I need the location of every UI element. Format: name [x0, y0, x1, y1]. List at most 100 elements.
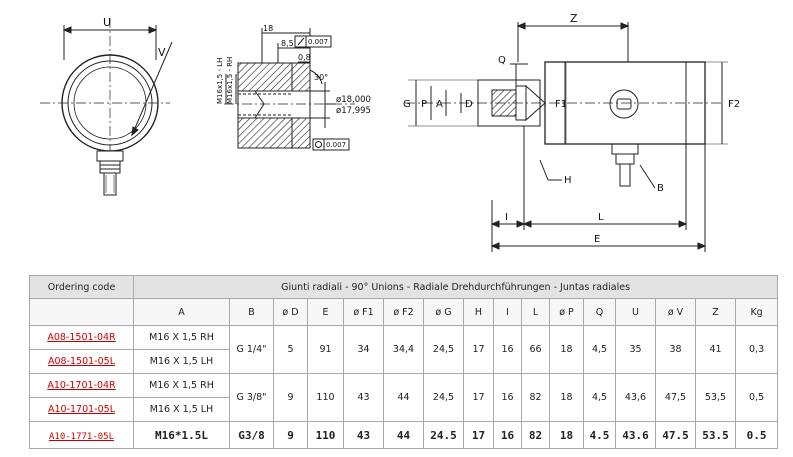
- bore-min-label: ø17,995: [336, 106, 371, 116]
- dim-a-label: A: [436, 99, 443, 110]
- col-header: Kg: [734, 298, 779, 326]
- dim-i-label: I: [505, 212, 508, 223]
- table-cell: 9: [273, 373, 308, 422]
- dim-v-label: V: [158, 46, 166, 59]
- dim-8-5-label: 8,5: [281, 39, 294, 48]
- table-cell: 47,5: [655, 373, 696, 422]
- side-view: [405, 22, 728, 252]
- col-header: L: [521, 298, 550, 326]
- thread-cell: M16 X 1,5 RH: [133, 373, 230, 398]
- col-header: H: [463, 298, 494, 326]
- table-cell: 4,5: [583, 373, 616, 422]
- table-row: A10-1771-05L M16*1.5L G3/8 9 110 43 44 2…: [29, 421, 779, 449]
- table-cell: 35: [615, 325, 656, 374]
- dim-z-label: Z: [570, 12, 578, 25]
- table-cell: 17: [463, 373, 494, 422]
- table-cell: 43: [343, 421, 384, 449]
- table-cell: 0,3: [734, 325, 779, 374]
- table-cell: 24.5: [423, 421, 464, 449]
- dim-b-label: B: [657, 183, 664, 194]
- table-cell: 0.5: [734, 421, 779, 449]
- table-cell: 24,5: [423, 373, 464, 422]
- ordering-code-link[interactable]: A10-1701-04R: [47, 380, 116, 391]
- table-cell: 9: [273, 421, 308, 449]
- table-row: A10-1701-04R M16 X 1,5 RH G 3/8" 9 110 4…: [29, 373, 779, 422]
- dim-u-label: U: [103, 16, 111, 29]
- table-cell: 18: [549, 325, 584, 374]
- dim-f2-label: F2: [728, 99, 740, 110]
- table-cell: 18: [549, 373, 584, 422]
- ordering-code-link[interactable]: A08-1501-05L: [47, 356, 115, 367]
- thread-cell: M16*1.5L: [133, 421, 230, 449]
- bore-max-label: ø18,000: [336, 95, 371, 105]
- table-cell: 34,4: [383, 325, 424, 374]
- spec-table: Ordering code Giunti radiali - 90° Union…: [29, 275, 779, 449]
- thread-cell: M16 X 1,5 LH: [133, 349, 230, 374]
- table-cell: 110: [307, 421, 344, 449]
- thread-cell: M16 X 1,5 RH: [133, 325, 230, 350]
- table-cell: 34: [343, 325, 384, 374]
- chamfer-label: 30°: [314, 73, 328, 82]
- table-cell: G3/8: [229, 421, 274, 449]
- table-cell: 16: [493, 421, 522, 449]
- dim-q-label: Q: [498, 55, 506, 66]
- table-cell: 4.5: [583, 421, 616, 449]
- table-cell: 17: [463, 325, 494, 374]
- dim-l-label: L: [598, 212, 604, 223]
- table-cell: 18: [549, 421, 584, 449]
- col-header: I: [493, 298, 522, 326]
- col-header: ø G: [423, 298, 464, 326]
- dim-g-label: G: [403, 99, 411, 110]
- table-row: A08-1501-04R M16 X 1,5 RH G 1/4" 5 91 34…: [29, 325, 779, 374]
- flatness-tol: 0.007: [308, 38, 328, 46]
- table-cell: 41: [695, 325, 736, 374]
- table-cell: 66: [521, 325, 550, 374]
- table-header-row: Ordering code Giunti radiali - 90° Union…: [29, 275, 779, 299]
- col-header: U: [615, 298, 656, 326]
- ordering-code-link[interactable]: A08-1501-04R: [47, 332, 116, 343]
- dim-h-label: H: [564, 175, 572, 186]
- blank-header: [29, 298, 134, 326]
- thread-lh-label: M16x1,5 - LH: [216, 58, 224, 104]
- detail-view: [224, 28, 355, 151]
- table-cell: 43.6: [615, 421, 656, 449]
- col-header: ø V: [655, 298, 696, 326]
- ordering-code-link[interactable]: A10-1771-05L: [48, 431, 115, 442]
- col-header: E: [307, 298, 344, 326]
- table-cell: 43: [343, 373, 384, 422]
- table-cell: 38: [655, 325, 696, 374]
- parallel-tol: 0.007: [326, 141, 346, 149]
- dim-f1-label: F1: [555, 99, 567, 110]
- dim-18-label: 18: [263, 24, 273, 33]
- col-header: ø D: [273, 298, 308, 326]
- table-cell: 44: [383, 373, 424, 422]
- table-cell: 4,5: [583, 325, 616, 374]
- table-cell: 110: [307, 373, 344, 422]
- table-cell: 53.5: [695, 421, 736, 449]
- front-view: [40, 18, 173, 198]
- table-cell: G 3/8": [229, 373, 274, 422]
- table-cell: 82: [521, 421, 550, 449]
- table-cell: 47.5: [655, 421, 696, 449]
- col-header: B: [229, 298, 274, 326]
- table-title: Giunti radiali - 90° Unions - Radiale Dr…: [132, 275, 779, 299]
- col-header: ø F1: [343, 298, 384, 326]
- col-header: Z: [695, 298, 736, 326]
- table-cell: 16: [493, 325, 522, 374]
- table-cell: 24,5: [423, 325, 464, 374]
- col-header: Q: [583, 298, 616, 326]
- technical-drawing: U V: [40, 12, 740, 252]
- ordering-code-link[interactable]: A10-1701-05L: [47, 404, 115, 415]
- thread-rh-label: M16x1,5 - RH: [226, 57, 234, 104]
- table-cell: 44: [383, 421, 424, 449]
- table-cell: G 1/4": [229, 325, 274, 374]
- column-header-row: A B ø D E ø F1 ø F2 ø G H I L ø P Q U ø …: [29, 298, 779, 326]
- ordering-code-header: Ordering code: [29, 275, 134, 299]
- col-header: A: [133, 298, 230, 326]
- table-cell: 53,5: [695, 373, 736, 422]
- dim-e-label: E: [594, 234, 600, 245]
- dim-d-label: D: [465, 99, 473, 110]
- dim-0-8-label: 0,8: [298, 53, 311, 62]
- table-cell: 16: [493, 373, 522, 422]
- table-cell: 17: [463, 421, 494, 449]
